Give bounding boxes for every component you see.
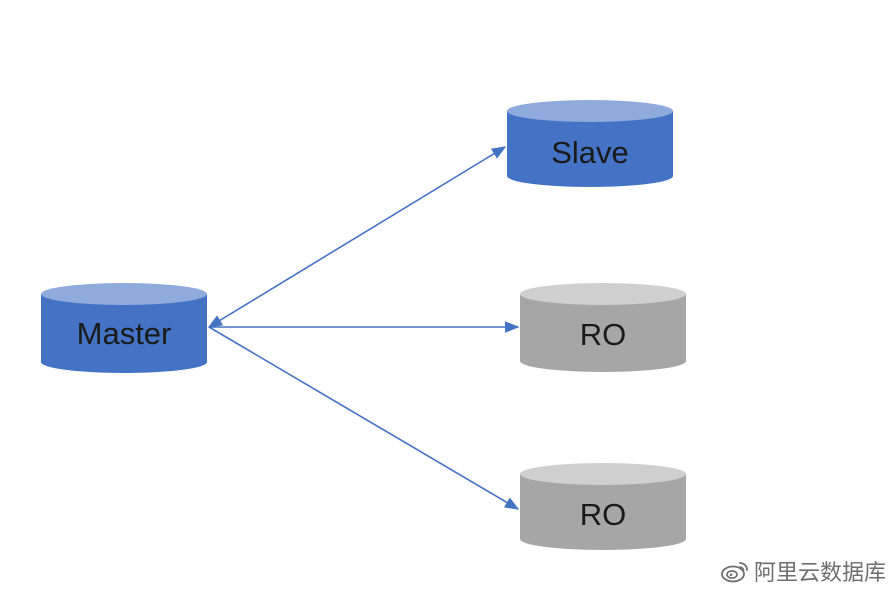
edge-master-slave bbox=[207, 146, 507, 328]
ro-1-cylinder-body bbox=[520, 294, 686, 372]
weibo-icon bbox=[720, 559, 750, 583]
edge-master-ro-2 bbox=[208, 326, 520, 510]
watermark-text: 阿里云数据库 bbox=[753, 561, 886, 586]
ro-node-1: RO bbox=[520, 283, 686, 372]
ro-node-2: RO bbox=[520, 463, 686, 550]
slave-label: Slave bbox=[551, 135, 629, 170]
master-cylinder-body bbox=[41, 294, 207, 373]
ro-2-cylinder-body bbox=[520, 474, 686, 550]
watermark: 阿里云数据库 bbox=[720, 555, 886, 587]
master-node: Master bbox=[41, 283, 207, 373]
master-cylinder-top bbox=[41, 283, 207, 305]
slave-cylinder-top bbox=[507, 100, 673, 122]
ro-1-cylinder-top bbox=[520, 283, 686, 305]
ro-1-label: RO bbox=[580, 317, 627, 352]
ro-2-label: RO bbox=[580, 497, 627, 532]
slave-node: Slave bbox=[507, 100, 673, 187]
master-label: Master bbox=[77, 316, 172, 351]
slave-cylinder-body bbox=[507, 111, 673, 187]
ro-2-cylinder-top bbox=[520, 463, 686, 485]
